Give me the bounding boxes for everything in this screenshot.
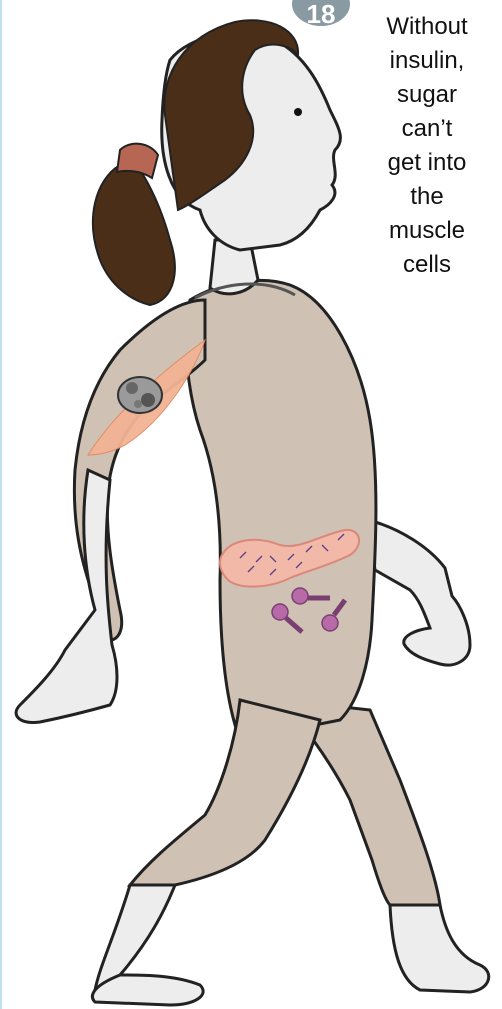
caption-line: the [352,180,502,214]
caption-line: muscle [352,214,502,248]
caption-line: insulin, [352,44,502,78]
caption-line: can’t [352,112,502,146]
caption-line: sugar [352,78,502,112]
left-forearm [16,470,117,723]
ponytail [93,165,175,305]
caption-text: Without insulin, sugar can’t get into th… [352,10,502,282]
caption-line: get into [352,146,502,180]
caption-line: Without [352,10,502,44]
left-leg [130,700,320,885]
caption-line: cells [352,248,502,282]
eye [294,108,302,116]
torso [186,280,376,740]
right-arm [368,520,470,665]
sugar-blob-icon [118,377,162,413]
right-sock [390,905,489,992]
left-foot [92,975,203,1005]
